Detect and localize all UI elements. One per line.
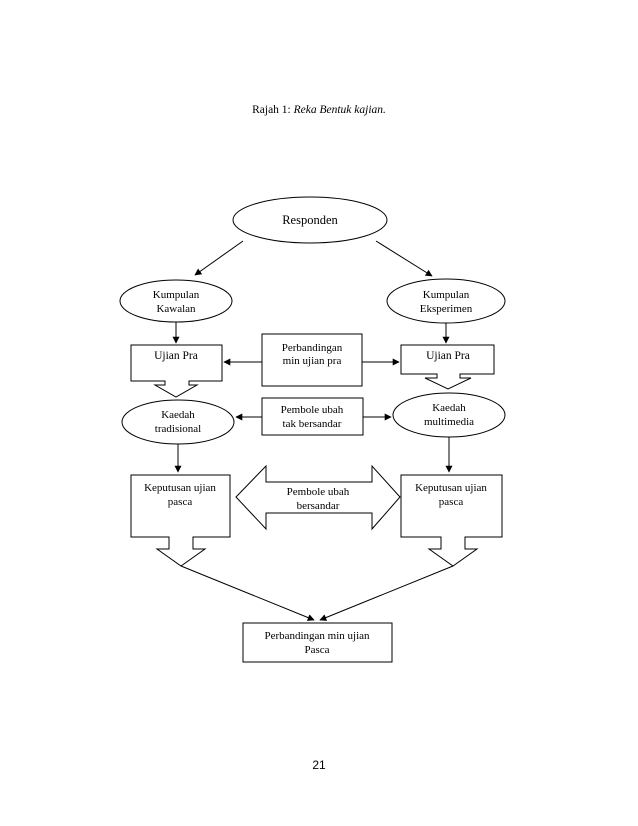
perbandingan-pasca-node: [242, 622, 393, 663]
kumpulan-kawalan-node: [119, 279, 233, 323]
keputusan-right-line1: Keputusan ujian: [415, 482, 487, 494]
ujian-pra-left-node: [130, 344, 223, 398]
keputusan-left-line2: pasca: [168, 496, 193, 508]
perbandingan-pra-line2: min ujian pra: [283, 355, 342, 367]
pembole-bersandar-line1: Pembole ubah: [287, 486, 350, 498]
pembole-bersandar-line2: bersandar: [297, 500, 340, 512]
pembole-tak-bersandar-line2: tak bersandar: [283, 418, 342, 430]
arrow-responden-kawalan: [194, 240, 244, 276]
arrow-right-pasca: [319, 565, 454, 621]
pembole-bersandar-node: [235, 464, 401, 531]
kaedah-multimedia-line2: multimedia: [424, 416, 474, 428]
kumpulan-eksperimen-line2: Eksperimen: [420, 303, 473, 315]
caption-prefix: Rajah 1:: [252, 104, 294, 116]
kaedah-multimedia-line1: Kaedah: [432, 402, 466, 414]
arrow-responden-eksperimen: [375, 240, 433, 277]
pembole-tak-bersandar-line1: Pembole ubah: [281, 404, 344, 416]
keputusan-right-node: [400, 474, 503, 567]
kumpulan-kawalan-line2: Kawalan: [156, 303, 196, 315]
perbandingan-pra-line1: Perbandingan: [282, 342, 343, 354]
caption-title: Reka Bentuk kajian.: [293, 104, 386, 116]
arrow-left-pasca: [180, 565, 315, 621]
figure-caption: Rajah 1: Reka Bentuk kajian.: [0, 104, 638, 116]
keputusan-left-node: [130, 474, 231, 567]
ujian-pra-right-node: [400, 344, 495, 390]
pembole-tak-bersandar-node: [261, 397, 364, 436]
kumpulan-eksperimen-node: [386, 278, 506, 324]
kumpulan-kawalan-line1: Kumpulan: [153, 289, 200, 301]
responden-label: Responden: [282, 213, 338, 227]
keputusan-left-line1: Keputusan ujian: [144, 482, 216, 494]
kaedah-tradisional-node: [121, 399, 235, 445]
kumpulan-eksperimen-line1: Kumpulan: [423, 289, 470, 301]
kaedah-tradisional-line2: tradisional: [155, 423, 201, 435]
page-number: 21: [312, 758, 326, 772]
ujian-pra-left-label: Ujian Pra: [154, 350, 198, 362]
perbandingan-pra-node: [261, 333, 363, 387]
perbandingan-pasca-line2: Pasca: [304, 644, 329, 656]
perbandingan-pasca-line1: Perbandingan min ujian: [264, 630, 370, 642]
kaedah-tradisional-line1: Kaedah: [161, 409, 195, 421]
responden-node: [232, 196, 388, 244]
ujian-pra-right-label: Ujian Pra: [426, 350, 470, 362]
keputusan-right-line2: pasca: [439, 496, 464, 508]
kaedah-multimedia-node: [392, 392, 506, 438]
